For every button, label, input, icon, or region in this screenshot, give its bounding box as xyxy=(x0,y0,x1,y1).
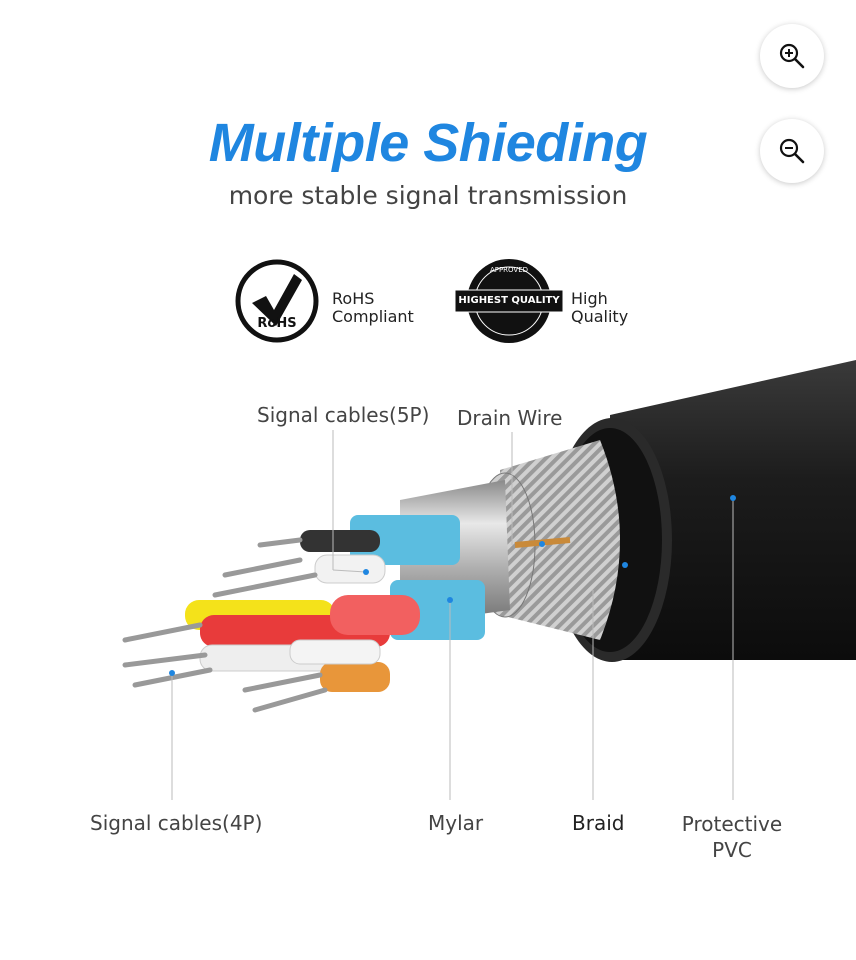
rohs-label: RoHS Compliant xyxy=(332,290,414,326)
pvc-line1: Protective xyxy=(681,812,783,836)
zoom-out-icon xyxy=(779,138,805,164)
callout-signal-4p: Signal cables(4P) xyxy=(90,811,263,835)
rohs-logo-text: RoHS xyxy=(257,316,297,331)
callout-braid: Braid xyxy=(572,811,625,835)
zoom-out-button[interactable] xyxy=(760,119,824,183)
callout-drain-wire: Drain Wire xyxy=(457,406,563,430)
zoom-in-button[interactable] xyxy=(760,24,824,88)
quality-label: High Quality xyxy=(571,290,628,326)
rohs-label-line2: Compliant xyxy=(332,307,414,326)
seal-text: HIGHEST QUALITY xyxy=(458,295,560,306)
seal-ring-text: APPROVED xyxy=(489,266,529,274)
image-title: Multiple Shieding xyxy=(208,113,648,173)
rohs-check-icon xyxy=(235,259,319,343)
callout-protective-pvc: Protective PVC xyxy=(680,811,784,863)
highest-quality-badge: HIGHEST QUALITY APPROVED xyxy=(454,258,564,344)
approved-seal-icon xyxy=(454,259,564,343)
signal-wires xyxy=(122,530,420,713)
zoom-in-icon xyxy=(779,43,805,69)
pvc-line2: PVC xyxy=(712,838,752,862)
quality-label-line1: High xyxy=(571,289,608,308)
rohs-badge: RoHS xyxy=(234,258,320,344)
quality-label-line2: Quality xyxy=(571,307,629,326)
callout-mylar: Mylar xyxy=(428,811,484,835)
image-subtitle: more stable signal transmission xyxy=(228,181,628,210)
rohs-label-line1: RoHS xyxy=(332,289,375,308)
callout-signal-5p: Signal cables(5P) xyxy=(257,403,430,427)
